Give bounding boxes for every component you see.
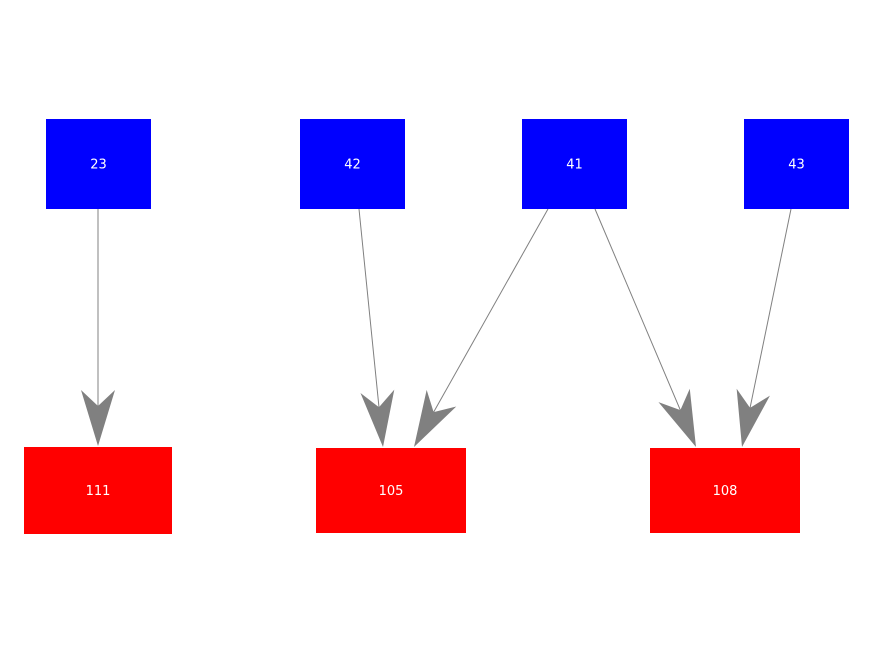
arrowhead-43-to-108 <box>736 388 770 447</box>
edge-43-to-108 <box>741 208 792 446</box>
target-node-111[interactable]: 111 <box>24 447 172 534</box>
target-node-105[interactable]: 105 <box>316 448 466 533</box>
target-node-box-105[interactable] <box>316 448 466 533</box>
target-node-box-111[interactable] <box>24 447 172 534</box>
nodes-layer: 23 42 41 43 111 105 108 <box>24 119 849 534</box>
target-node-label-108: 108 <box>713 484 738 499</box>
source-node-23[interactable]: 23 <box>46 119 151 209</box>
arrowhead-41-to-108 <box>658 388 696 447</box>
target-node-box-108[interactable] <box>650 448 800 533</box>
source-node-label-42: 42 <box>344 158 361 173</box>
arrowhead-41-to-105 <box>414 389 457 447</box>
source-node-box-43[interactable] <box>744 119 849 209</box>
arrowheads-layer <box>81 388 770 447</box>
source-node-41[interactable]: 41 <box>522 119 627 209</box>
source-node-43[interactable]: 43 <box>744 119 849 209</box>
source-node-42[interactable]: 42 <box>300 119 405 209</box>
edge-42-to-105 <box>358 208 384 446</box>
target-node-label-105: 105 <box>379 484 404 499</box>
target-node-label-111: 111 <box>86 484 111 499</box>
source-node-box-42[interactable] <box>300 119 405 209</box>
edge-41-to-105 <box>414 208 549 446</box>
source-node-label-41: 41 <box>566 158 583 173</box>
source-node-label-23: 23 <box>90 158 107 173</box>
source-node-label-43: 43 <box>788 158 805 173</box>
source-node-box-41[interactable] <box>522 119 627 209</box>
edge-41-to-108 <box>594 208 696 446</box>
arrowhead-23-to-111 <box>81 390 115 446</box>
edges-layer <box>97 208 792 446</box>
source-node-box-23[interactable] <box>46 119 151 209</box>
target-node-108[interactable]: 108 <box>650 448 800 533</box>
arrowhead-42-to-105 <box>360 389 395 447</box>
